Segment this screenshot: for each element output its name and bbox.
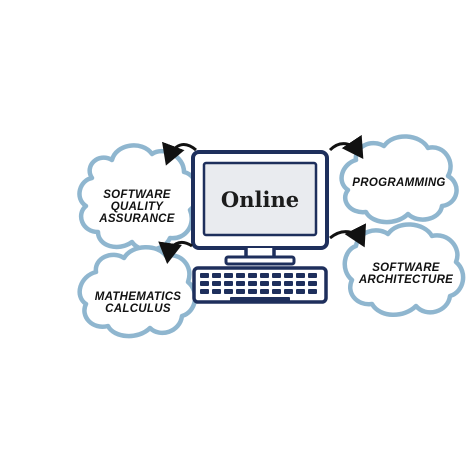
monitor-screen — [202, 161, 318, 237]
keyboard-key — [308, 273, 317, 278]
keyboard-spacebar — [230, 297, 290, 302]
label-programming: PROGRAMMING — [352, 177, 445, 189]
keyboard-key — [212, 281, 221, 286]
label-quality-line-3: ASSURANCE — [98, 213, 175, 225]
keyboard-key — [224, 281, 233, 286]
cloud-software-architecture — [342, 222, 466, 317]
keyboard-key — [212, 289, 221, 294]
keyboard-key — [200, 281, 209, 286]
computer-icon: Online — [191, 150, 329, 304]
keyboard-key — [272, 281, 281, 286]
keyboard-key — [296, 289, 305, 294]
keyboard-key — [284, 281, 293, 286]
keyboard-key — [284, 289, 293, 294]
keyboard-key — [224, 273, 233, 278]
keyboard-key — [308, 281, 317, 286]
keyboard-key — [296, 273, 305, 278]
monitor-base — [224, 255, 296, 266]
screen-label: Online — [221, 187, 299, 212]
keyboard-key — [272, 289, 281, 294]
keyboard-key — [200, 289, 209, 294]
arrow-to-math — [158, 241, 193, 264]
keyboard-key — [272, 273, 281, 278]
label-math-line-1: MATHEMATICS — [95, 291, 182, 303]
keyboard-keys — [200, 273, 317, 302]
keyboard-key — [308, 289, 317, 294]
label-architecture-line-2: ARCHITECTURE — [358, 274, 453, 286]
keyboard-key — [224, 289, 233, 294]
keyboard-key — [236, 289, 245, 294]
arrow-to-architecture — [329, 223, 367, 248]
keyboard-key — [236, 273, 245, 278]
cloud-software-quality-assurance — [77, 143, 200, 252]
keyboard-key — [248, 273, 257, 278]
keyboard-key — [260, 281, 269, 286]
keyboard-key — [260, 289, 269, 294]
keyboard-key — [296, 281, 305, 286]
cloud-mathematics-calculus — [77, 245, 198, 339]
keyboard-key — [248, 289, 257, 294]
keyboard-key — [260, 273, 269, 278]
label-quality-line-1: SOFTWARE — [103, 189, 171, 201]
keyboard-key — [212, 273, 221, 278]
keyboard-key — [284, 273, 293, 278]
cloud-programming — [339, 134, 459, 225]
keyboard-key — [236, 281, 245, 286]
keyboard-key — [248, 281, 257, 286]
arrow-to-quality — [162, 141, 197, 166]
label-architecture-line-1: SOFTWARE — [372, 262, 440, 274]
keyboard-key — [200, 273, 209, 278]
label-quality-line-2: QUALITY — [111, 201, 165, 213]
label-math-line-2: CALCULUS — [105, 303, 171, 315]
arrow-to-programming — [328, 134, 364, 159]
